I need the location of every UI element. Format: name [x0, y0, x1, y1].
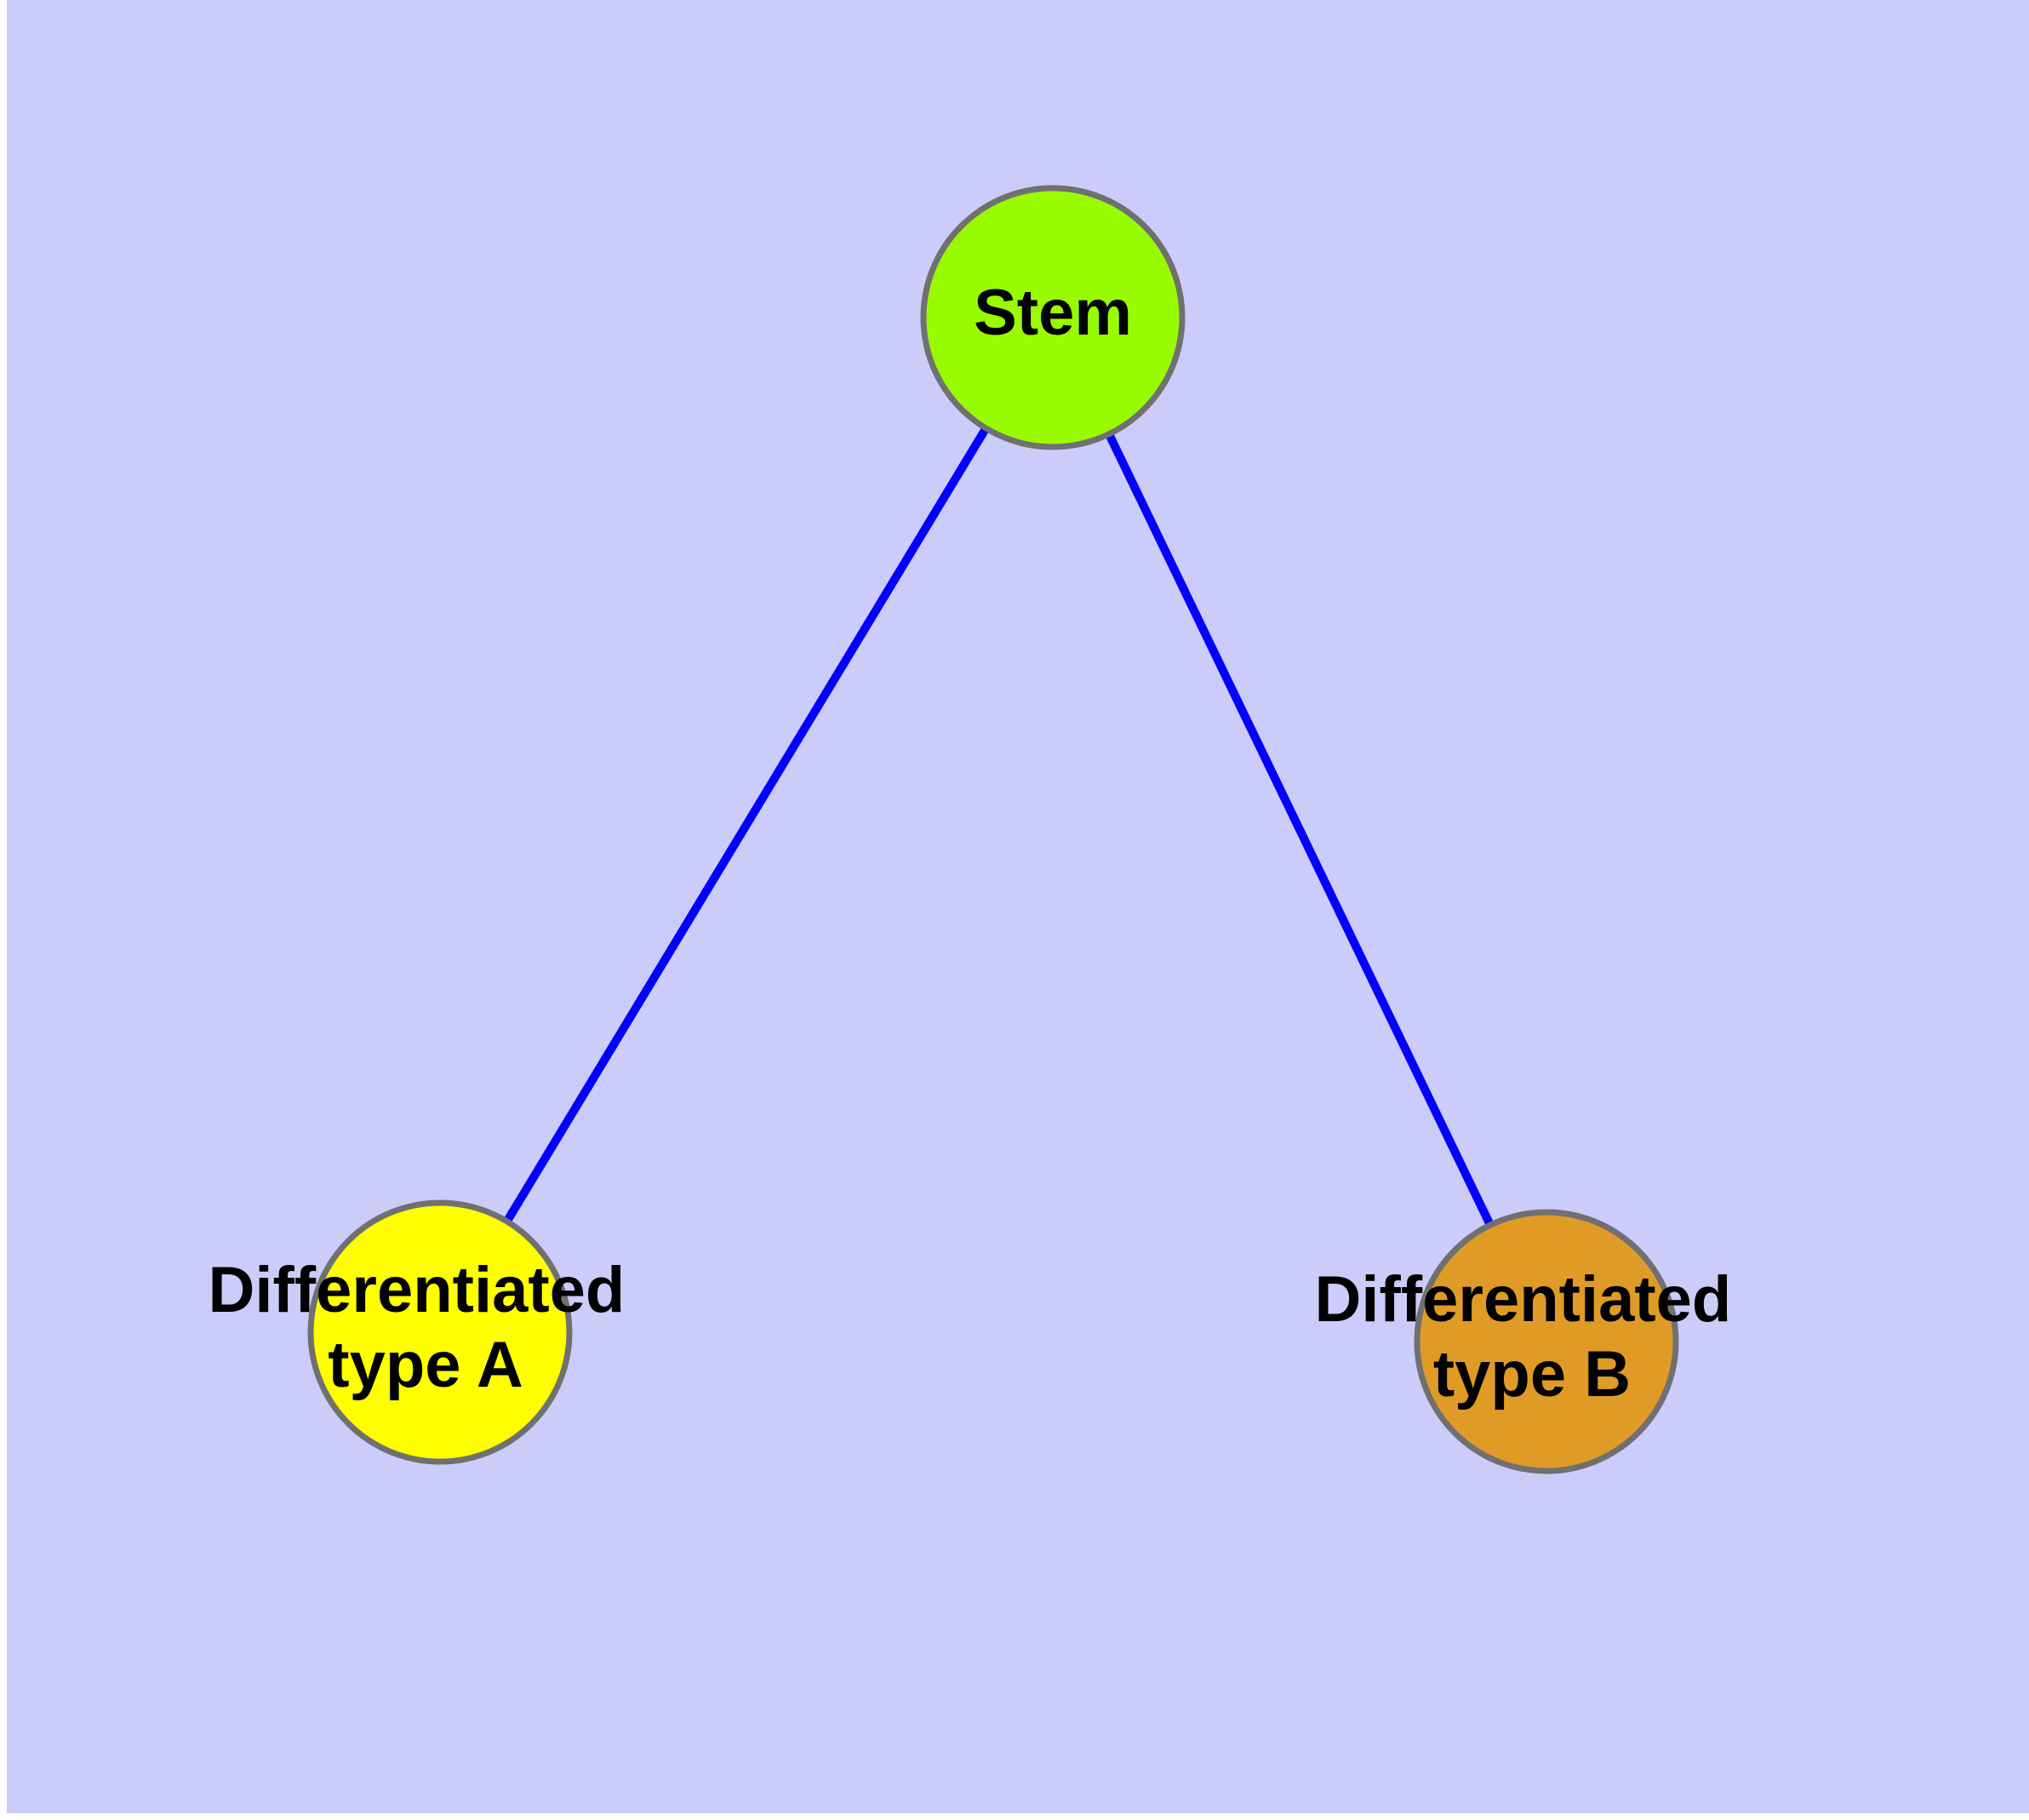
node-stem-label: Stem [974, 277, 1132, 349]
edge-stem-to-differentiated-type-a[interactable] [436, 315, 1057, 1335]
edge-stem-to-differentiated-type-b[interactable] [1049, 315, 1551, 1344]
node-differentiated-type-a-label: Differentiated type A [209, 1254, 643, 1401]
node-differentiated-type-a-label-line-1: Differentiated [209, 1254, 626, 1326]
node-stem-label-line-1: Stem [974, 277, 1132, 349]
edge-layer [436, 315, 1551, 1344]
node-differentiated-type-b-circle[interactable] [1414, 1209, 1679, 1474]
node-differentiated-type-b[interactable]: Differentiated type B [1315, 1209, 1750, 1474]
node-differentiated-type-a-label-line-2: type A [328, 1329, 523, 1401]
node-stem-circle[interactable] [920, 185, 1186, 450]
node-layer: Stem Differentiated type A Differentiate… [209, 185, 1750, 1474]
node-differentiated-type-b-label: Differentiated type B [1315, 1263, 1750, 1411]
node-differentiated-type-b-label-line-2: type B [1433, 1338, 1631, 1411]
node-differentiated-type-a-circle[interactable] [307, 1199, 573, 1465]
node-differentiated-type-a[interactable]: Differentiated type A [209, 1199, 643, 1465]
node-differentiated-type-b-label-line-1: Differentiated [1315, 1263, 1732, 1336]
node-stem[interactable]: Stem [920, 185, 1186, 450]
